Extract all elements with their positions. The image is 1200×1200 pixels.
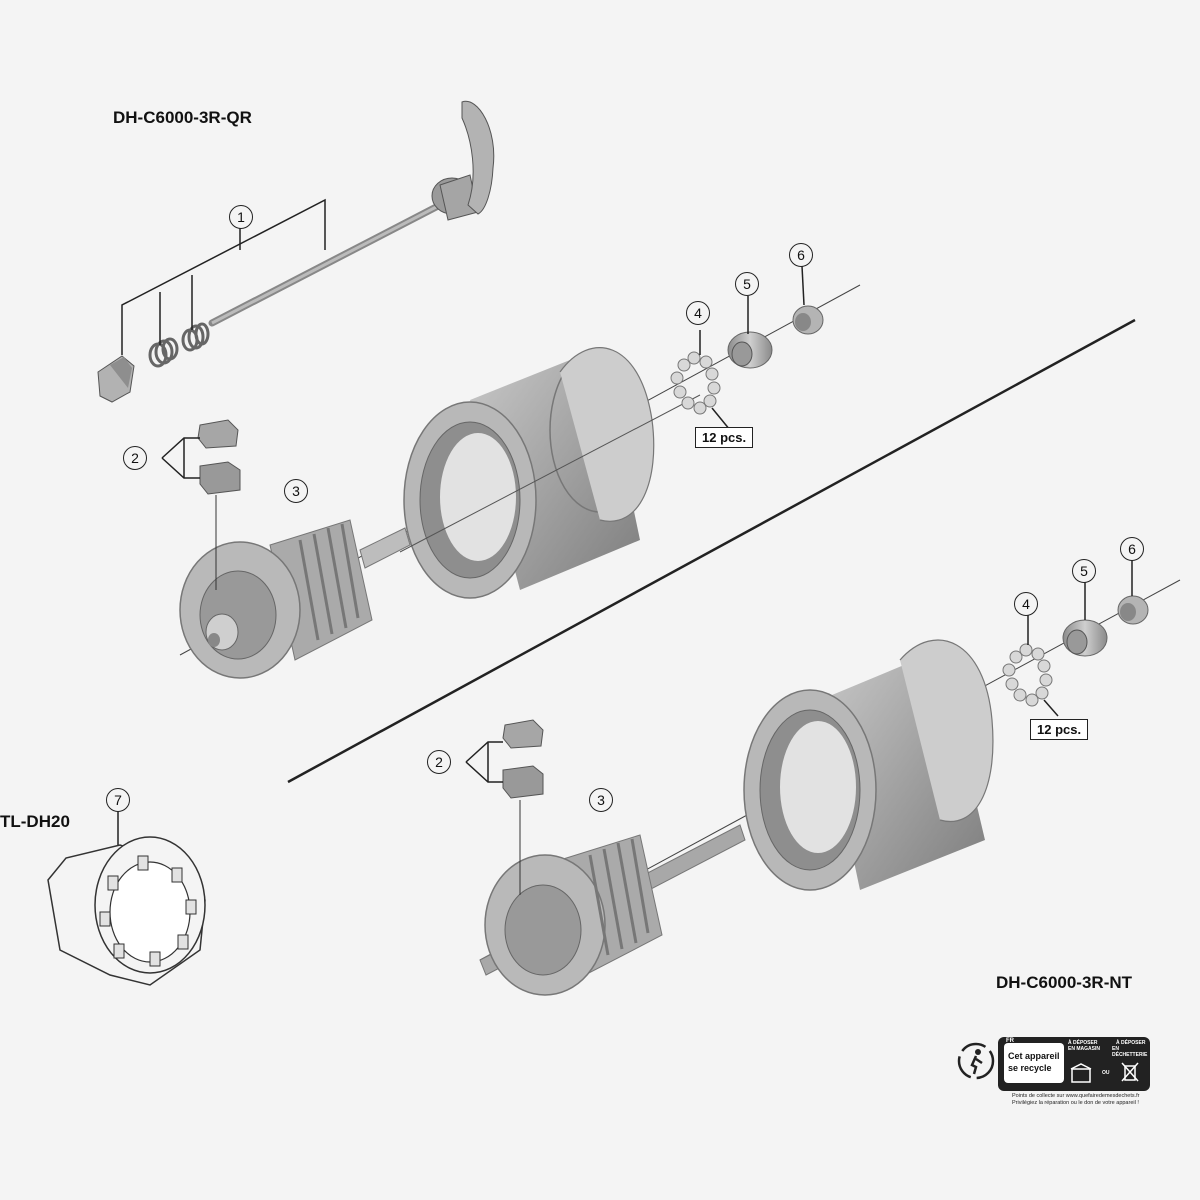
callout-4-upper: 4 (686, 301, 710, 325)
qr-assembly (97, 100, 861, 679)
quick-release-skewer (208, 100, 495, 327)
badge-fine-line2: Privilégiez la réparation ou le don de v… (1012, 1099, 1139, 1106)
badge-country: FR (1006, 1038, 1014, 1044)
callout-6-lower: 6 (1120, 537, 1144, 561)
quantity-label-lower: 12 pcs. (1030, 719, 1089, 740)
section-divider-line (287, 318, 1136, 784)
bearing-balls-upper (670, 351, 721, 415)
callout-2-upper: 2 (123, 446, 147, 470)
cone-upper (727, 331, 773, 369)
nt-assembly (465, 560, 1181, 996)
connector-parts-upper (197, 419, 241, 590)
connector-parts-lower (502, 719, 544, 895)
badge-center-line1: À DÉPOSER (1116, 1040, 1146, 1046)
badge-white-panel (1004, 1043, 1064, 1083)
internal-unit-upper (179, 519, 411, 679)
model-title-qr: DH-C6000-3R-QR (113, 108, 252, 127)
callout-4-lower: 4 (1014, 592, 1038, 616)
callout-5-lower: 5 (1072, 559, 1096, 583)
bearing-balls-lower (1002, 643, 1053, 707)
callout-6-upper: 6 (789, 243, 813, 267)
quantity-label-upper: 12 pcs. (695, 427, 754, 448)
callout-1: 1 (229, 205, 253, 229)
locknut-lower (1117, 595, 1149, 625)
cone-lower (1062, 619, 1108, 657)
model-title-tool: TL-DH20 (0, 812, 70, 831)
recycle-person-icon (957, 1042, 995, 1080)
badge-fine-print: Points de collecte sur www.quefairedemes… (1012, 1093, 1152, 1106)
badge-center-line2: EN DÉCHETTERIE (1112, 1046, 1148, 1058)
locknut-upper (792, 305, 824, 335)
hub-tool (47, 810, 206, 986)
callout-2-lower: 2 (427, 750, 451, 774)
recycling-badge: FR Cet appareil se recycle À DÉPOSER EN … (956, 1037, 1152, 1109)
badge-store-line2: EN MAGASIN (1068, 1046, 1100, 1052)
badge-fine-line1: Points de collecte sur www.quefairedemes… (1012, 1093, 1140, 1099)
callout-5-upper: 5 (735, 272, 759, 296)
badge-separator: OU (1102, 1070, 1110, 1076)
store-icon (1070, 1063, 1092, 1083)
crossed-bin-icon (1121, 1062, 1139, 1082)
model-title-nt: DH-C6000-3R-NT (996, 973, 1133, 992)
callout-7: 7 (106, 788, 130, 812)
badge-main-line2: se recycle (1008, 1063, 1052, 1073)
badge-main-line1: Cet appareil (1008, 1051, 1060, 1061)
hub-shell-upper (403, 347, 655, 599)
qr-nut-and-springs (97, 322, 210, 403)
internal-unit-lower (484, 834, 663, 996)
badge-store-line1: À DÉPOSER (1068, 1040, 1098, 1046)
callout-3-lower: 3 (589, 788, 613, 812)
callout-3-upper: 3 (284, 479, 308, 503)
hub-shell-lower (743, 639, 994, 891)
